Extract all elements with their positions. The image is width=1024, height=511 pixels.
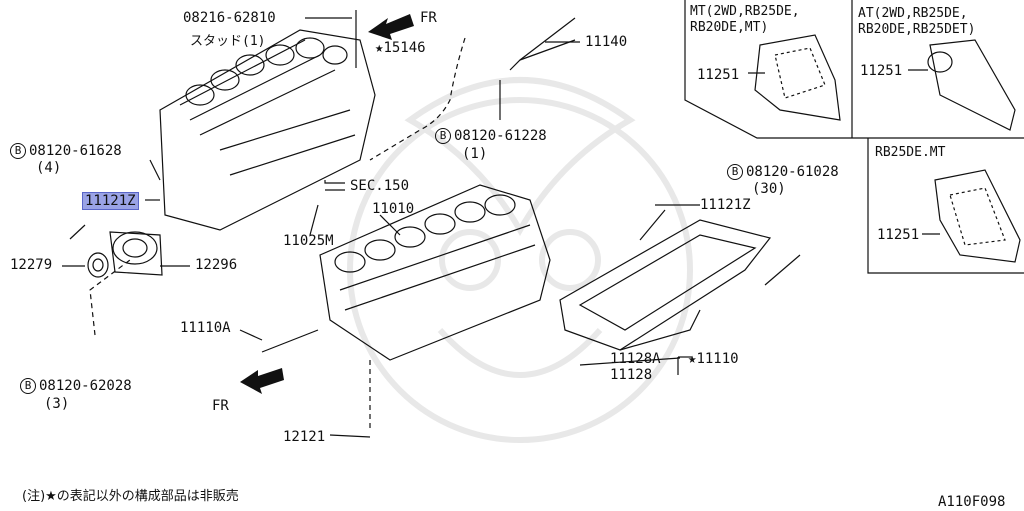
inset-frame-mt-at: [684, 0, 1024, 139]
oil-pan: [559, 209, 772, 351]
label-fr-bottom: FR: [212, 398, 229, 414]
label-12121: 12121: [283, 429, 326, 445]
inset-mt-part: 11251: [697, 67, 740, 83]
bolt-b-icon: B: [727, 164, 743, 180]
inset-at-title: AT(2WD,RB25DE, RB20DE,RB25DET): [858, 6, 976, 37]
label-bolt-61228-qty: (1): [462, 146, 488, 162]
fr-arrow-bottom: [240, 368, 284, 394]
label-bolt-61628-qty: (4): [36, 160, 62, 176]
label-fr-top: FR: [420, 10, 437, 26]
star-icon: ★: [375, 40, 384, 56]
label-sec150: SEC.150: [350, 178, 410, 194]
footer-note: (注)★の表記以外の構成部品は非販売: [22, 489, 239, 504]
inset-rb25-title: RB25DE.MT: [875, 145, 946, 160]
bolt-b-icon: B: [20, 378, 36, 394]
label-11110: ★11110: [688, 351, 739, 367]
gasket-rb25: [934, 169, 1021, 263]
inset-frame-rb25: [867, 138, 1024, 274]
label-11010: 11010: [372, 201, 415, 217]
label-11140: 11140: [585, 34, 628, 50]
label-12279: 12279: [10, 257, 53, 273]
label-11128: 11128: [610, 367, 653, 383]
star-icon: ★: [688, 351, 697, 367]
fr-arrow-top: [368, 14, 414, 40]
label-11128a: 11128A: [610, 351, 661, 367]
label-bolt-61028-qty: (30): [752, 181, 786, 197]
inset-mt-title: MT(2WD,RB25DE, RB20DE,MT): [690, 4, 800, 35]
rear-seal-retainer: [87, 231, 163, 278]
gasket-at: [929, 39, 1016, 131]
watermark-emblem: [347, 77, 693, 443]
label-12296: 12296: [195, 257, 238, 273]
label-bolt-62028-qty: (3): [44, 396, 70, 412]
label-11025m: 11025M: [283, 233, 334, 249]
diagram-code: A110F098: [938, 494, 1006, 510]
engine-block-main: [261, 184, 551, 361]
label-11110a: 11110A: [180, 320, 231, 336]
label-11121z-right: 11121Z: [700, 197, 751, 213]
inset-at-part: 11251: [860, 63, 903, 79]
bolt-b-icon: B: [435, 128, 451, 144]
label-stud-number: 08216-62810: [183, 10, 276, 26]
inset-rb25-part: 11251: [877, 227, 920, 243]
label-11121z-highlighted[interactable]: 11121Z: [82, 192, 139, 210]
engine-block-top: [159, 29, 376, 231]
label-stud-name: スタッド(1): [190, 34, 266, 49]
gasket-mt: [754, 34, 841, 121]
label-15146: ★15146: [375, 40, 426, 56]
bolt-b-icon: B: [10, 143, 26, 159]
